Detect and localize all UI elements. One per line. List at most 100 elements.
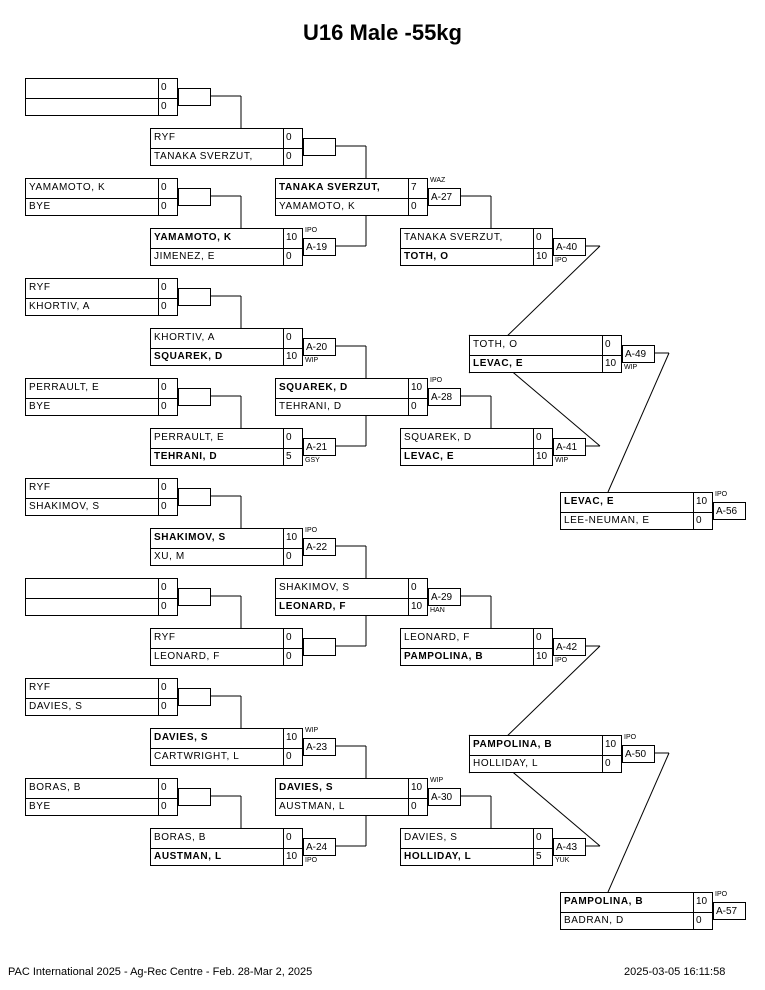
win-technique: YUK	[555, 857, 570, 864]
win-technique: IPO	[430, 377, 443, 384]
competitor-score: 10	[693, 493, 712, 512]
footer-timestamp: 2025-03-05 16:11:58	[624, 966, 726, 978]
competitor-name: PERRAULT, E	[154, 432, 225, 443]
match-number: A-20	[303, 338, 336, 356]
competitor-score: 10	[408, 779, 427, 798]
competitor-score: 0	[283, 548, 302, 566]
match-number: A-22	[303, 538, 336, 556]
match-number-empty	[178, 88, 211, 106]
competitor-name: TANAKA SVERZUT,	[404, 232, 503, 243]
competitor-name: TEHRANI, D	[154, 451, 218, 462]
competitor-name: SHAKIMOV, S	[154, 532, 226, 543]
competitor-name: RYF	[154, 132, 176, 143]
competitor-score: 0	[283, 748, 302, 766]
match-number: A-19	[303, 238, 336, 256]
competitor-name: BYE	[29, 401, 51, 412]
competitor-name: YAMAMOTO, K	[279, 201, 356, 212]
competitor-score: 0	[693, 512, 712, 530]
competitor-score: 0	[158, 498, 177, 516]
competitor-score: 10	[533, 448, 552, 466]
competitor-score: 0	[158, 479, 177, 498]
match-number-empty	[178, 188, 211, 206]
competitor-score: 0	[533, 229, 552, 248]
competitor-score: 0	[158, 98, 177, 116]
win-technique: HAN	[430, 607, 445, 614]
competitor-row: LEONARD, F 0	[151, 648, 302, 666]
competitor-score: 0	[283, 129, 302, 148]
win-technique: WAZ	[430, 177, 446, 184]
competitor-score: 0	[533, 629, 552, 648]
match-number: A-42	[553, 638, 586, 656]
competitor-score: 0	[158, 798, 177, 816]
footer-event: PAC International 2025 - Ag-Rec Centre -…	[8, 966, 313, 978]
competitor-name: LEONARD, F	[279, 601, 347, 612]
connector-line	[607, 752, 670, 893]
competitor-row: LEONARD, F 10	[276, 598, 427, 616]
competitor-score: 10	[408, 598, 427, 616]
competitor-score: 0	[283, 429, 302, 448]
match-number-empty	[303, 638, 336, 656]
competitor-name: DAVIES, S	[154, 732, 209, 743]
win-technique: IPO	[624, 734, 637, 741]
competitor-name: HOLLIDAY, L	[473, 758, 539, 769]
match-number: A-50	[622, 745, 655, 763]
match-number-empty	[178, 488, 211, 506]
competitor-row: 0	[26, 579, 177, 599]
win-technique: WIP	[305, 357, 319, 364]
competitor-score: 0	[283, 648, 302, 666]
page-title: U16 Male -55kg	[303, 20, 462, 45]
win-technique: IPO	[715, 891, 728, 898]
competitor-row: TANAKA SVERZUT, 0	[401, 229, 552, 249]
competitor-score: 10	[602, 736, 621, 755]
competitor-name: LEONARD, F	[154, 651, 221, 662]
competitor-name: AUSTMAN, L	[279, 801, 346, 812]
match-number-empty	[178, 788, 211, 806]
competitor-row: TANAKA SVERZUT,7	[276, 179, 427, 199]
match-number: A-27	[428, 188, 461, 206]
win-technique: WIP	[305, 727, 319, 734]
competitor-name: KHORTIV, A	[154, 332, 216, 343]
competitor-score: 10	[408, 379, 427, 398]
competitor-name: TOTH, O	[473, 339, 518, 350]
competitor-name: PAMPOLINA, B	[404, 651, 484, 662]
win-technique: IPO	[305, 527, 318, 534]
competitor-name: PERRAULT, E	[29, 382, 100, 393]
competitor-score: 10	[533, 248, 552, 266]
competitor-score: 10	[283, 348, 302, 366]
competitor-row: 0	[26, 598, 177, 616]
competitor-row: 0	[26, 98, 177, 116]
match-number-empty	[178, 588, 211, 606]
match-number: A-57	[713, 902, 746, 920]
competitor-name: SQUAREK, D	[404, 432, 472, 443]
competitor-score: 0	[158, 279, 177, 298]
competitor-name: BADRAN, D	[564, 915, 624, 926]
match-number: A-43	[553, 838, 586, 856]
